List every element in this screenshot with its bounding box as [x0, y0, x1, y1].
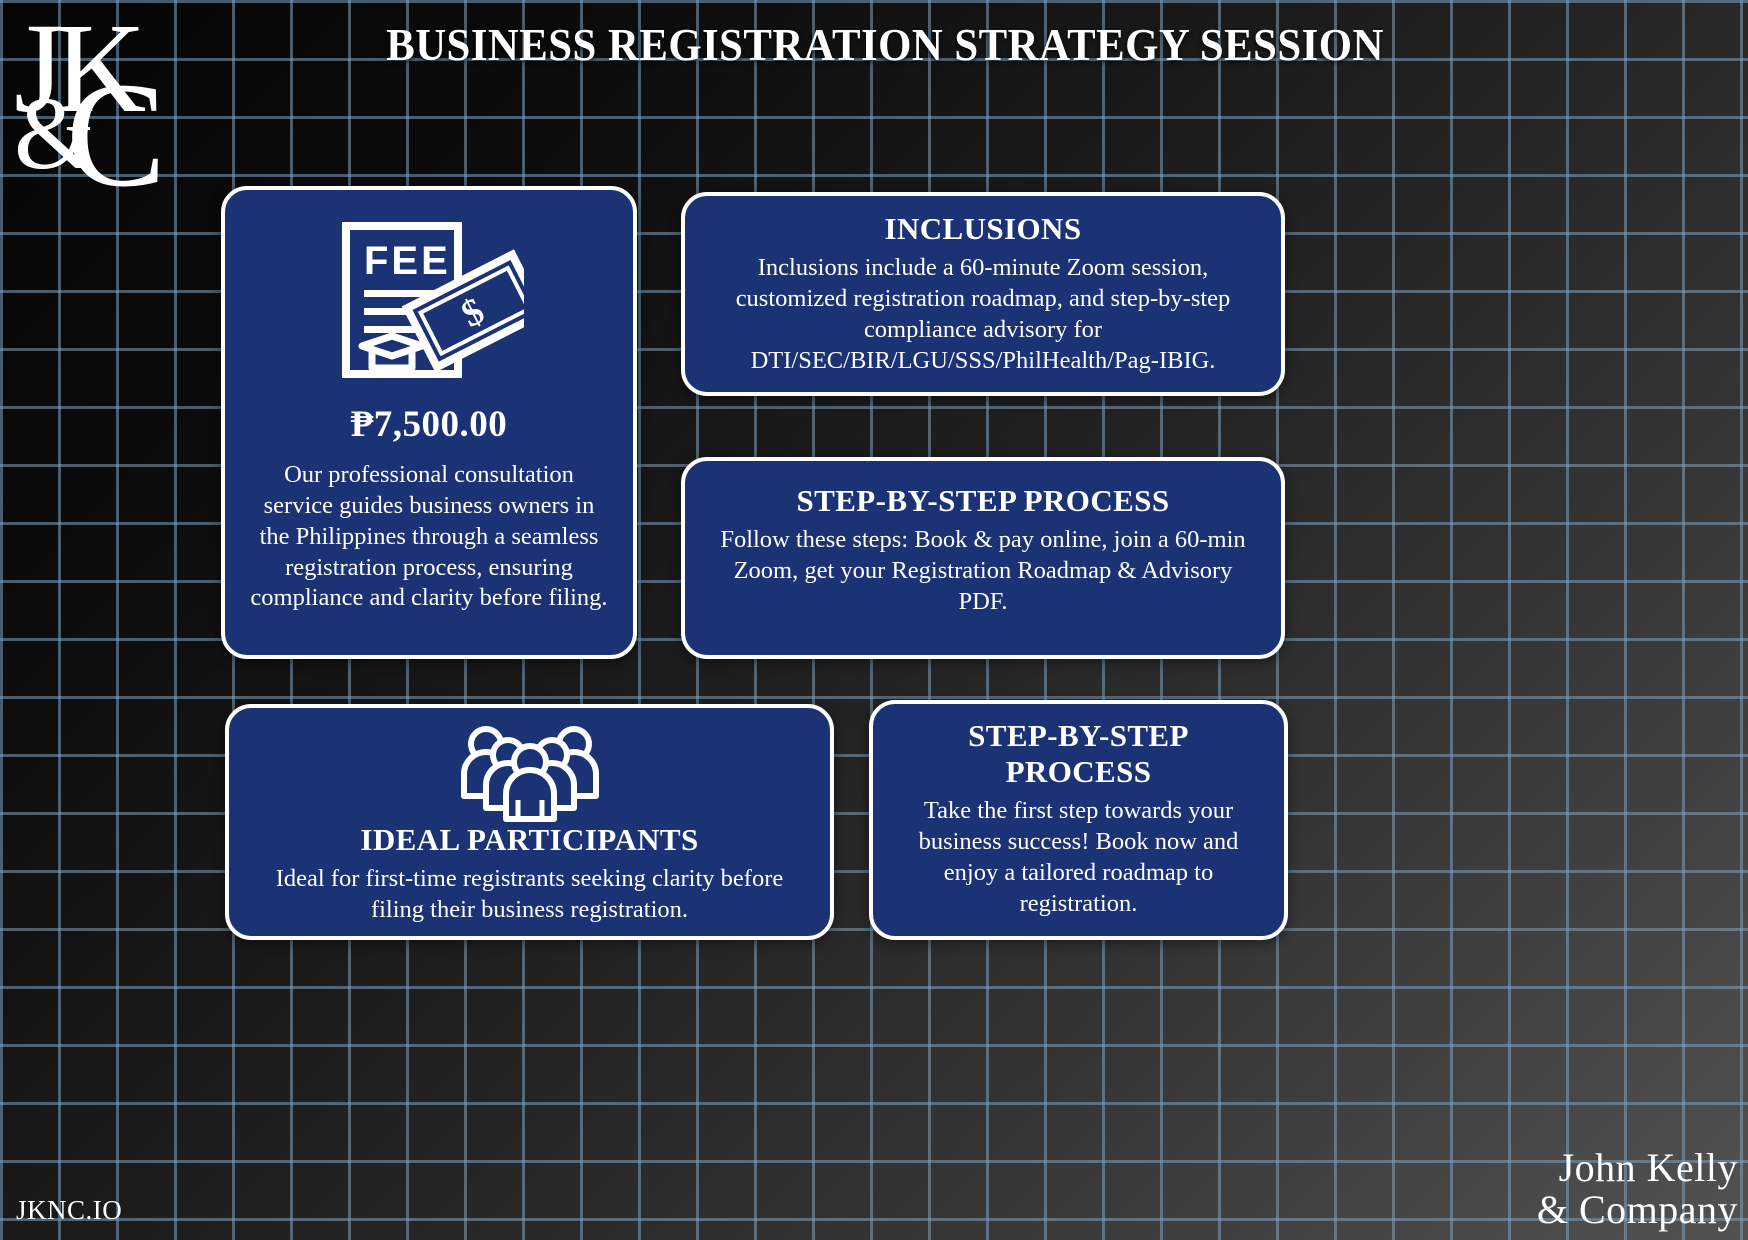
- cta-title: STEP-BY-STEP PROCESS: [968, 718, 1189, 789]
- fee-document-money-icon: FEE $: [334, 218, 524, 393]
- logo-ampersand: &: [14, 76, 95, 191]
- participants-body: Ideal for first-time registrants seeking…: [275, 865, 784, 923]
- cta-body: Take the first step towards your busines…: [918, 797, 1239, 917]
- process-title: STEP-BY-STEP PROCESS: [796, 483, 1170, 518]
- card-inclusions: INCLUSIONS Inclusions include a 60-minut…: [681, 192, 1285, 396]
- footer-brand-line2: & Company: [1536, 1187, 1738, 1232]
- footer-brand-line1: John Kelly: [1558, 1145, 1738, 1190]
- jk-and-c-logo: JK & C: [6, 4, 186, 210]
- svg-text:FEE: FEE: [364, 239, 451, 283]
- card-fee-pricing: FEE $ ₱7,500.00 Our professional consult…: [221, 186, 637, 659]
- logo-jk-letters: JK: [14, 0, 146, 139]
- card-call-to-action: STEP-BY-STEP PROCESS Take the first step…: [869, 700, 1288, 940]
- card-step-by-step-process: STEP-BY-STEP PROCESS Follow these steps:…: [681, 457, 1285, 659]
- page-title: BUSINESS REGISTRATION STRATEGY SESSION: [386, 19, 1384, 70]
- process-body: Follow these steps: Book & pay online, j…: [720, 526, 1246, 615]
- inclusions-title: INCLUSIONS: [884, 211, 1082, 247]
- logo-c-letter: C: [66, 52, 167, 218]
- card-ideal-participants: IDEAL PARTICIPANTS Ideal for first-time …: [225, 704, 834, 940]
- participants-title: IDEAL PARTICIPANTS: [360, 822, 699, 857]
- fee-price: ₱7,500.00: [350, 404, 508, 445]
- group-of-people-icon: [450, 722, 610, 822]
- footer-website: JKNC.IO: [16, 1195, 123, 1225]
- inclusions-body: Inclusions include a 60-minute Zoom sess…: [735, 254, 1231, 374]
- footer-brand: John Kelly & Company: [1537, 1148, 1738, 1230]
- fee-description: Our professional consultation service gu…: [250, 461, 608, 612]
